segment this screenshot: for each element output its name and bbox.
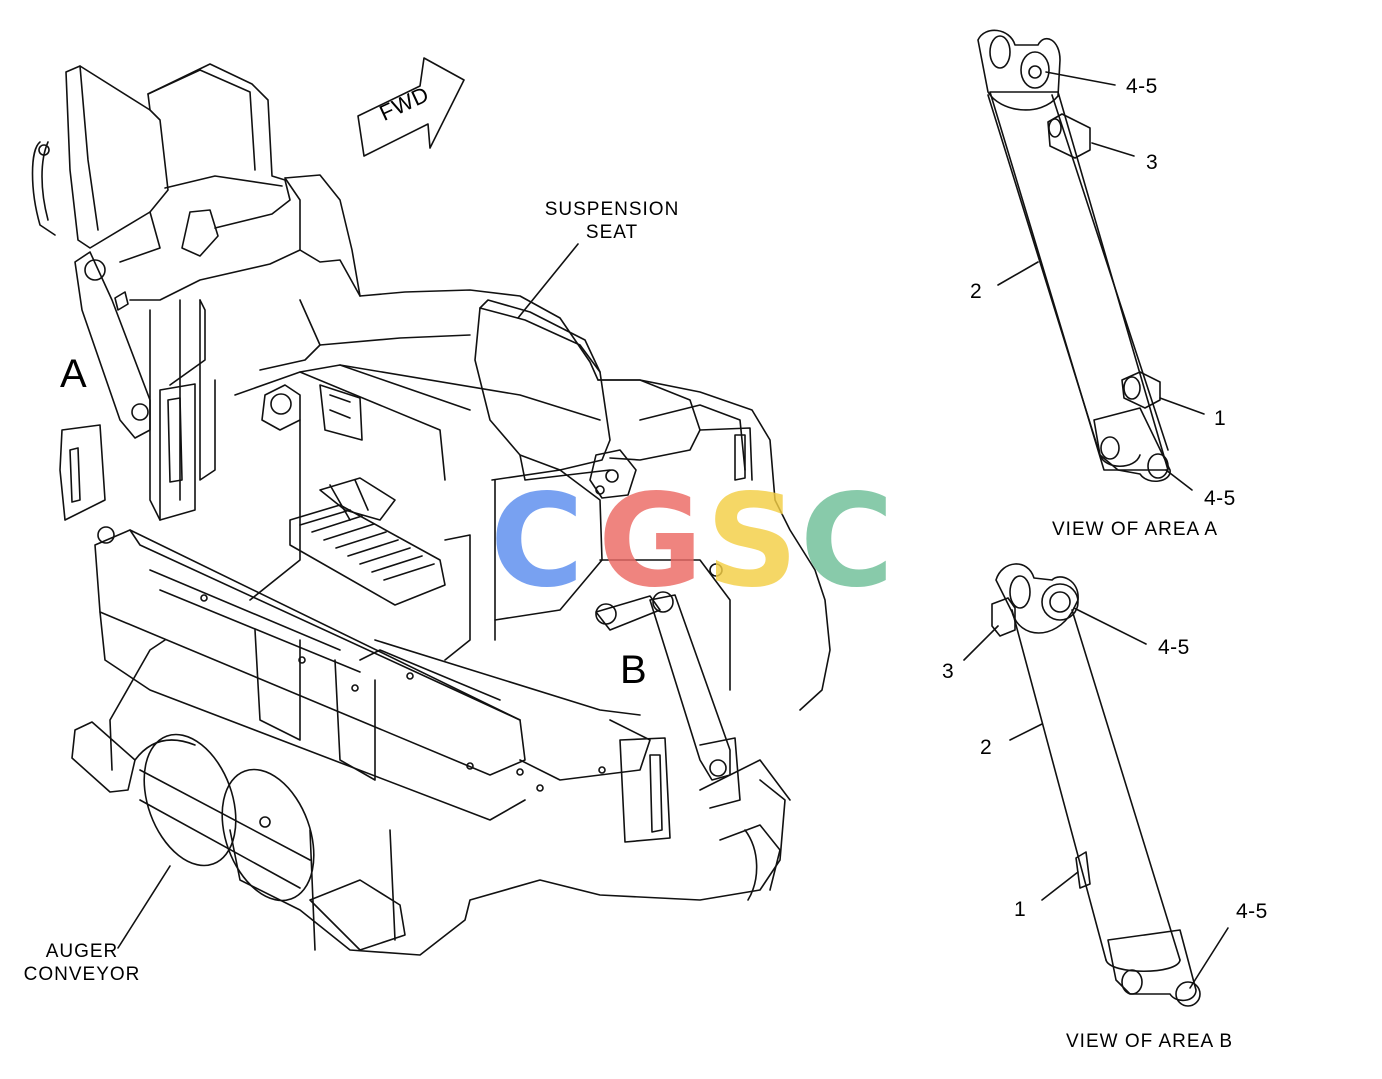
lift-cylinder-a — [59, 251, 196, 544]
watermark-letter-c1: C — [490, 467, 584, 616]
auger-conveyor-label: AUGER CONVEYOR — [12, 940, 152, 986]
suspension-seat-line-1: SUSPENSION — [544, 199, 680, 220]
view-a-callout-4-5-top: 4-5 — [1126, 75, 1158, 98]
suspension-seat-line-2: SEAT — [585, 222, 639, 243]
view-b-callout-4-5-top: 4-5 — [1158, 636, 1190, 659]
view-b-callout-4-5-bottom: 4-5 — [1236, 900, 1268, 923]
view-b-callout-1: 1 — [1014, 898, 1027, 921]
view-b-callout-3: 3 — [942, 660, 955, 683]
cylinder-view-a — [977, 29, 1205, 491]
auger-conveyor-line-1: AUGER — [45, 941, 119, 962]
area-b-marker: B — [620, 648, 648, 692]
watermark-letter-c2: C — [800, 467, 894, 616]
view-of-area-b-caption: VIEW OF AREA B — [1066, 1031, 1234, 1052]
auger-conveyor — [71, 639, 315, 902]
area-a-marker: A — [60, 352, 88, 396]
suspension-seat-leader — [517, 243, 579, 319]
view-a-callout-2: 2 — [970, 280, 983, 303]
front-frame — [94, 529, 651, 821]
auger-leader — [117, 865, 171, 949]
view-b-callout-2: 2 — [980, 736, 993, 759]
watermark-letter-g: G — [598, 467, 704, 616]
view-a-callout-4-5-bottom: 4-5 — [1204, 487, 1236, 510]
view-a-callout-1: 1 — [1214, 407, 1227, 430]
step-platform — [289, 469, 731, 691]
lower-body — [229, 759, 791, 956]
machine-body — [129, 174, 831, 711]
auger-conveyor-line-2: CONVEYOR — [23, 964, 141, 985]
watermark-letter-s: S — [706, 467, 799, 616]
view-of-area-a-caption: VIEW OF AREA A — [1052, 519, 1219, 540]
machine-illustration — [31, 63, 831, 956]
fwd-arrow — [357, 57, 465, 157]
operator-seat — [31, 63, 291, 263]
cylinder-view-b — [963, 563, 1229, 1007]
suspension-seat-label: SUSPENSION SEAT — [532, 198, 692, 244]
view-a-callout-3: 3 — [1146, 151, 1159, 174]
suspension-seat — [474, 299, 753, 499]
